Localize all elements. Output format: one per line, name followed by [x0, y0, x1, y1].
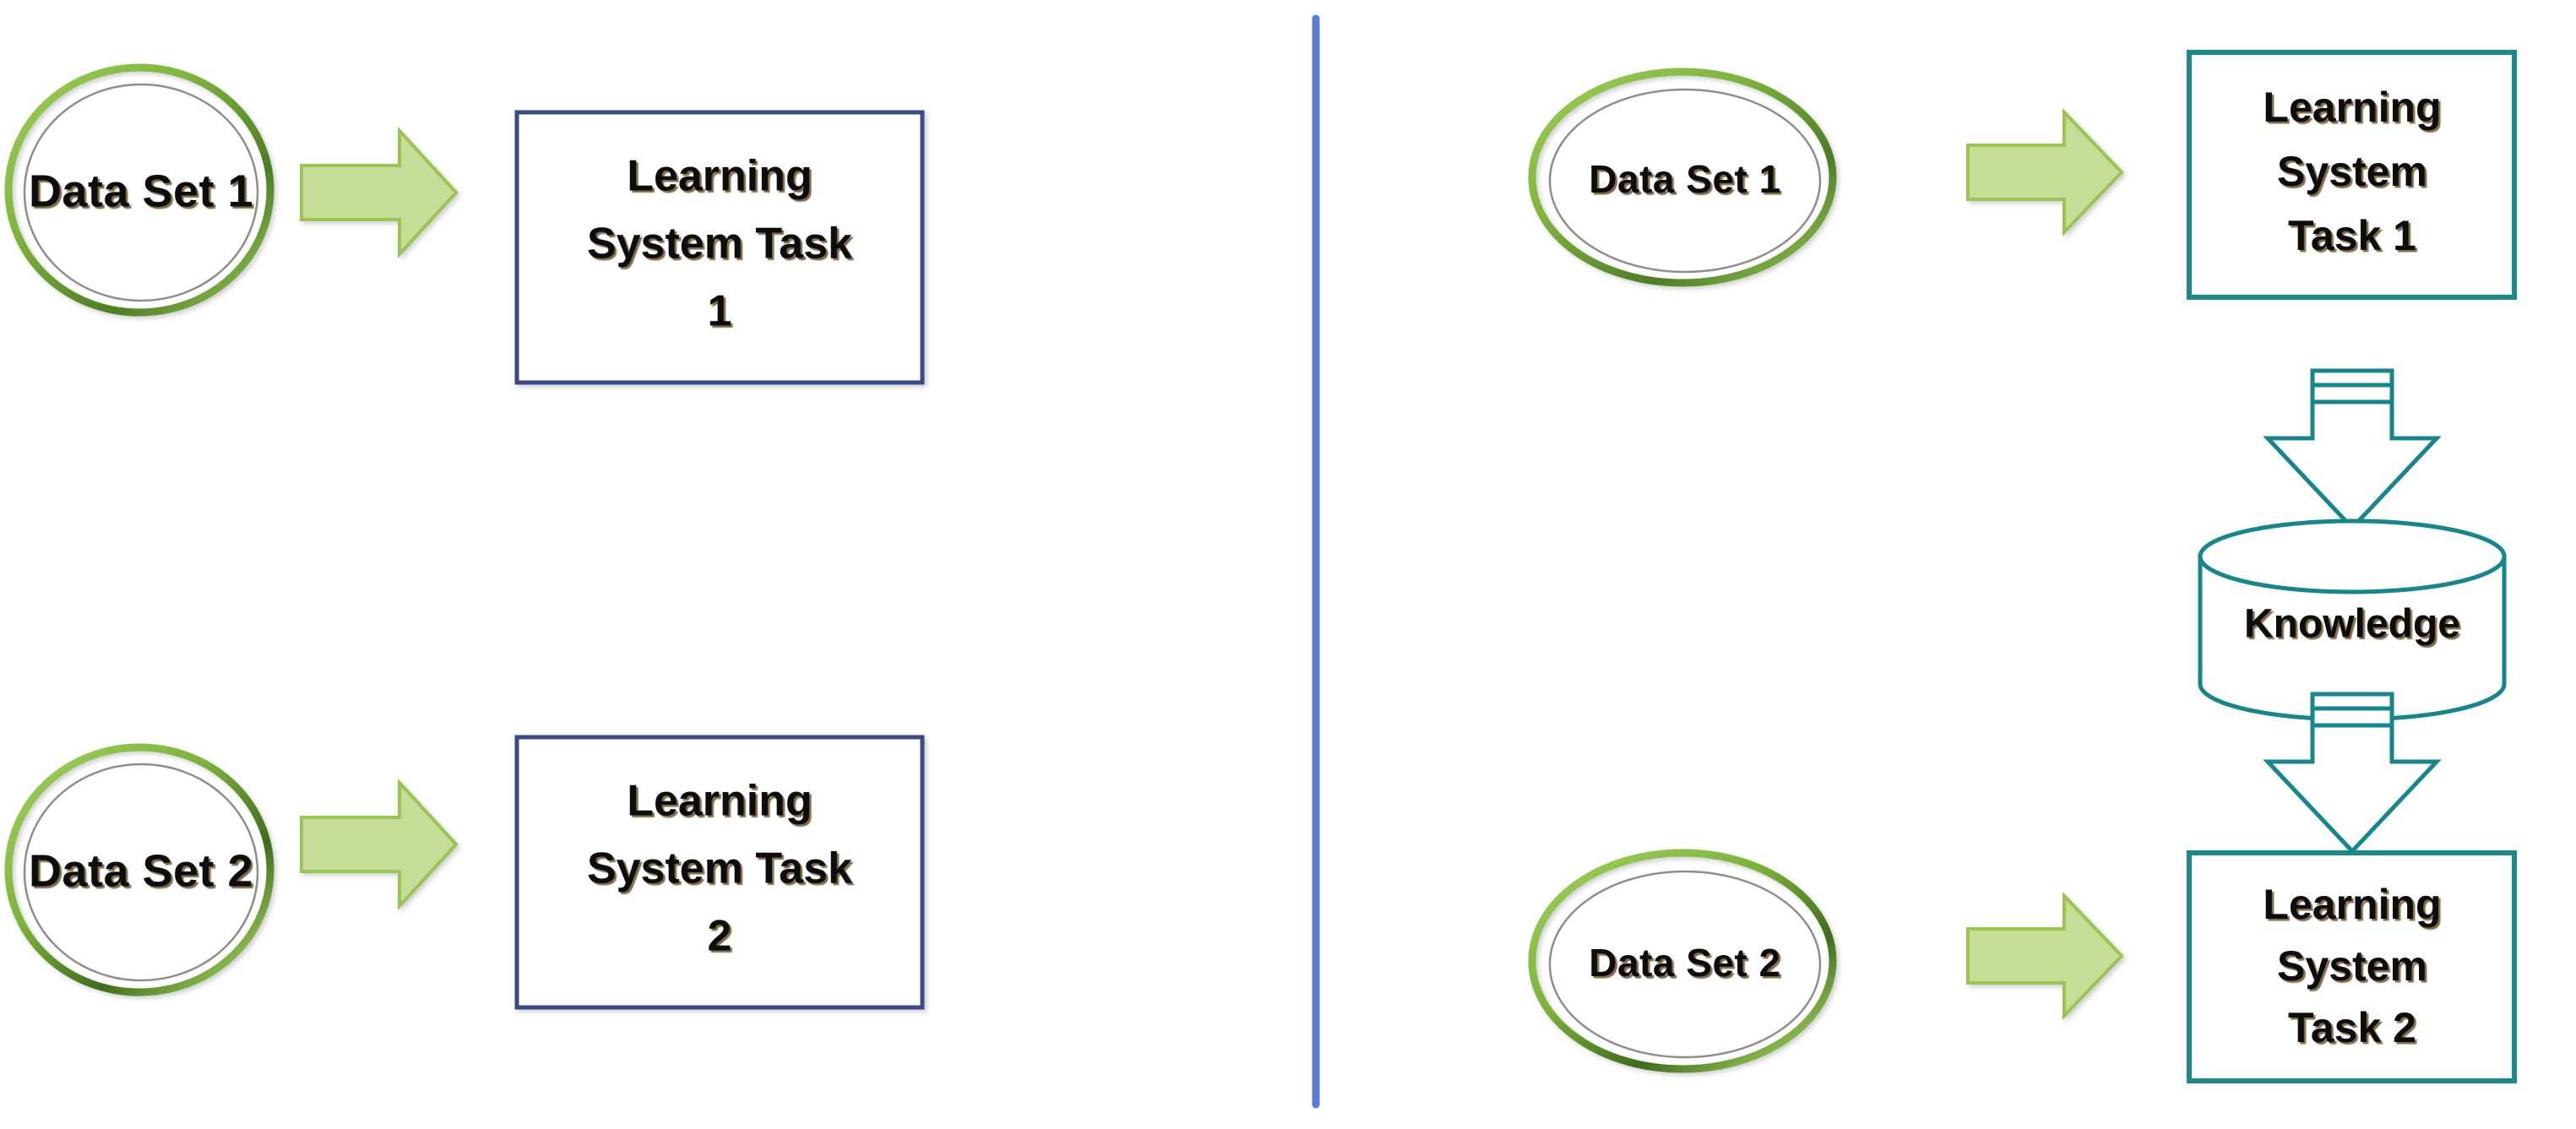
task-box-outline	[514, 110, 925, 385]
right-arrow-knowledge-to-task2[interactable]	[2263, 692, 2442, 855]
left-flow-1-target-line-3: 1	[708, 287, 732, 336]
knowledge-cylinder[interactable]: Knowledge	[2198, 518, 2507, 722]
ellipse-inner-ring	[23, 763, 259, 982]
block-arrow-right-icon	[300, 778, 459, 911]
right-flow-1-arrow[interactable]	[1966, 108, 2124, 236]
right-flow-2-target-line-1: Learning	[2263, 881, 2441, 928]
ellipse-inner-ring	[1548, 870, 1822, 1059]
right-flow-2-source-label: Data Set 2	[1589, 941, 1780, 985]
task-box-outline	[2187, 50, 2517, 300]
right-flow-2-arrow[interactable]	[1966, 892, 2124, 1020]
striped-arrow-down-icon	[2263, 368, 2442, 531]
right-flow-1-source-label: Data Set 1	[1589, 157, 1780, 201]
left-flow-1-target-line-2: System Task	[587, 220, 852, 269]
left-flow-1-source-ellipse[interactable]: Data Set 1	[4, 63, 274, 317]
right-arrow-task1-to-knowledge[interactable]	[2263, 368, 2442, 531]
ellipse-inner-ring	[1548, 88, 1822, 274]
left-flow-2-source-ellipse[interactable]: Data Set 2	[4, 743, 274, 996]
right-flow-1-target-line-2: System	[2277, 148, 2427, 195]
block-arrow-right-icon	[300, 126, 459, 259]
ellipse-outer-ring	[4, 743, 274, 996]
left-flow-2-target-line-3: 2	[708, 912, 732, 961]
left-flow-2-target-line-2: System Task	[587, 844, 852, 893]
right-flow-1-target-line-3: Task 1	[2288, 212, 2416, 259]
ellipse-outer-ring	[1528, 68, 1837, 287]
left-flow-1-target-line-1: Learning	[627, 152, 812, 201]
task-box-outline	[514, 735, 925, 1010]
right-flow-1-source-ellipse[interactable]: Data Set 1	[1528, 68, 1837, 287]
left-flow-1-target-box[interactable]: Learning System Task 1	[514, 110, 925, 385]
left-flow-2-source-label: Data Set 2	[29, 845, 253, 896]
knowledge-label: Knowledge	[2244, 602, 2460, 647]
left-flow-1-source-label: Data Set 1	[29, 166, 253, 216]
left-flow-2-target-box[interactable]: Learning System Task 2	[514, 735, 925, 1010]
ellipse-inner-ring	[23, 83, 259, 302]
right-flow-2-target-box[interactable]: Learning System Task 2	[2187, 850, 2517, 1083]
ellipse-outer-ring	[4, 63, 274, 317]
right-flow-2-source-ellipse[interactable]: Data Set 2	[1528, 849, 1837, 1073]
right-flow-2-target-line-3: Task 2	[2288, 1004, 2416, 1051]
right-flow-1-target-line-1: Learning	[2263, 84, 2441, 131]
task-box-outline	[2187, 850, 2517, 1083]
block-arrow-right-icon	[1966, 892, 2124, 1020]
left-flow-2-target-line-1: Learning	[627, 777, 812, 826]
ellipse-outer-ring	[1528, 849, 1837, 1073]
left-flow-2-arrow[interactable]	[300, 778, 459, 911]
block-arrow-right-icon	[1966, 108, 2124, 236]
right-flow-2-target-line-2: System	[2277, 942, 2427, 990]
striped-arrow-down-icon	[2263, 692, 2442, 855]
right-flow-1-target-box[interactable]: Learning System Task 1	[2187, 50, 2517, 300]
left-flow-1-arrow[interactable]	[300, 126, 459, 259]
cylinder-top-ellipse	[2198, 518, 2507, 594]
